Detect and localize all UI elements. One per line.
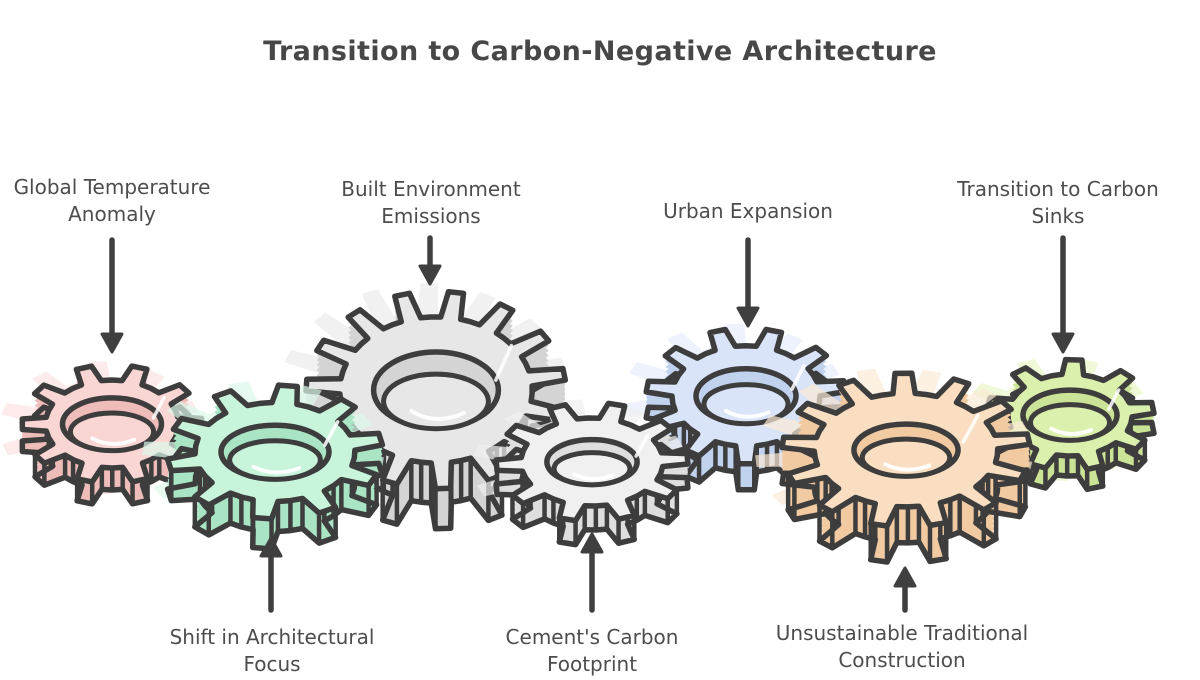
label-global-temperature-anomaly: Global Temperature Anomaly xyxy=(13,175,211,226)
arrow-transition-to-carbon-sinks xyxy=(1051,235,1075,354)
label-built-environment-emissions: Built Environment Emissions xyxy=(341,177,521,228)
arrow-cements-carbon-footprint xyxy=(580,532,604,613)
arrow-shift-in-architectural-focus xyxy=(259,536,283,613)
diagram-title: Transition to Carbon-Negative Architectu… xyxy=(263,36,937,67)
arrow-built-environment-emissions xyxy=(418,235,442,286)
label-shift-in-architectural-focus: Shift in Architectural Focus xyxy=(169,625,375,676)
gear-cements-carbon-footprint xyxy=(473,399,691,548)
arrow-unsustainable-traditional-construction xyxy=(893,566,917,613)
gear-shift-in-architectural-focus xyxy=(142,381,386,552)
gear-unsustainable-traditional-construction xyxy=(755,368,1033,565)
arrow-urban-expansion xyxy=(736,237,760,328)
label-transition-to-carbon-sinks: Transition to Carbon Sinks xyxy=(957,177,1159,228)
arrow-global-temperature-anomaly xyxy=(100,237,124,354)
label-cements-carbon-footprint: Cement's Carbon Footprint xyxy=(505,625,679,676)
label-unsustainable-traditional-construction: Unsustainable Traditional Construction xyxy=(775,621,1029,672)
label-urban-expansion: Urban Expansion xyxy=(663,199,833,223)
